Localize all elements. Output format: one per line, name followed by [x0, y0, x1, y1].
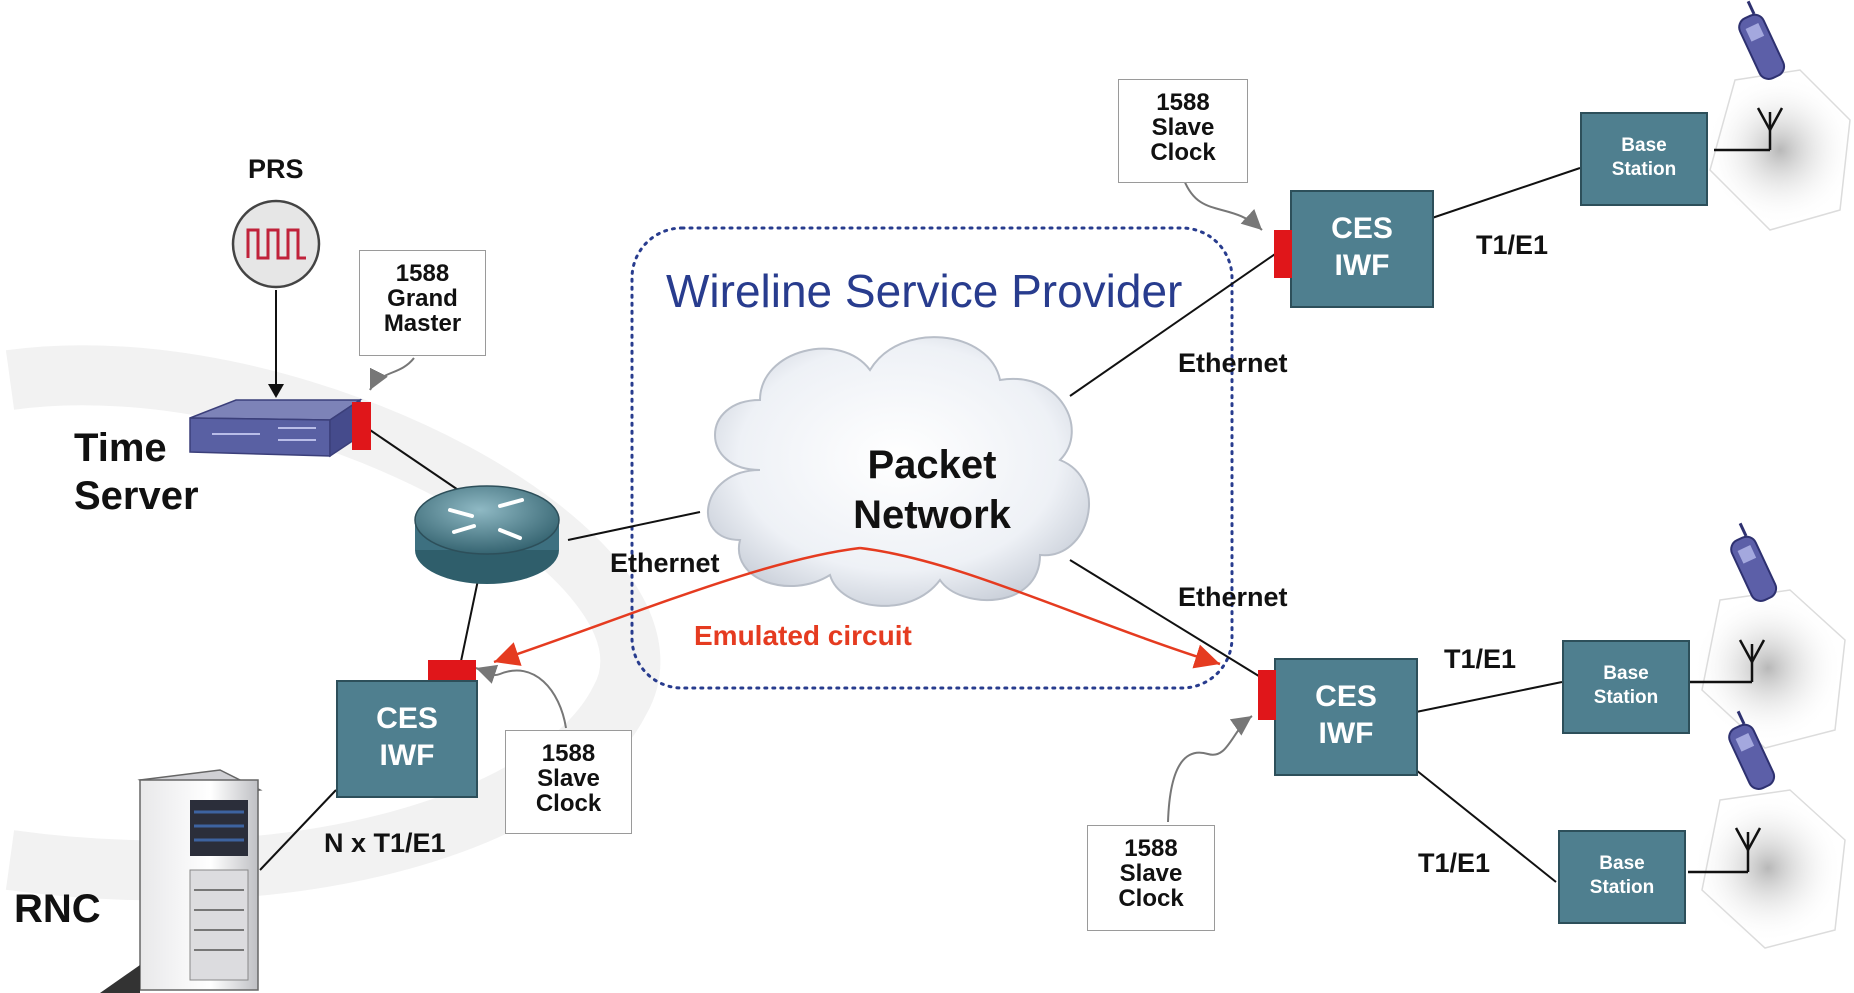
time-server-label: Time Server [74, 426, 199, 518]
cell-site-mid-icon [1690, 522, 1846, 749]
callout-line-slave-bottom [1167, 715, 1253, 823]
slave-port-left [428, 660, 476, 680]
packet-network-cloud [706, 336, 1090, 607]
link-cloud-ces-top [1069, 251, 1279, 397]
link-ces-bottom-bs-mid [1415, 681, 1563, 713]
ethernet-left-label: Ethernet [610, 548, 720, 578]
router-icon [414, 485, 560, 584]
emulated-circuit-arrow-right [859, 546, 1221, 669]
link-router-ces-left [459, 579, 479, 667]
time-server-icon [189, 398, 363, 458]
link-rnc-ces-left [259, 789, 337, 871]
nx-t1e1-label: N x T1/E1 [324, 828, 446, 858]
emulated-circuit-label: Emulated circuit [694, 620, 912, 651]
t1e1-low-label: T1/E1 [1418, 848, 1491, 878]
cell-site-low-icon [1688, 710, 1846, 949]
callout-line-slave-left [475, 664, 567, 729]
service-provider-boundary [630, 226, 1234, 690]
link-router-cloud [567, 511, 701, 541]
rnc-label: RNC [14, 887, 101, 931]
emulated-circuit-arrow-left [493, 546, 861, 666]
t1e1-top-label: T1/E1 [1476, 230, 1549, 260]
ethernet-top-label: Ethernet [1178, 348, 1288, 378]
callout-line-grand-master [369, 357, 415, 391]
link-cloud-ces-bottom [1069, 559, 1263, 679]
link-ces-bottom-bs-low [1415, 769, 1557, 883]
slave-port-bottom [1258, 670, 1276, 720]
link-timeserver-router [369, 429, 471, 499]
link-ces-top-bs [1431, 167, 1581, 219]
prs-clock-icon [231, 199, 321, 289]
ethernet-bottom-label: Ethernet [1178, 582, 1288, 612]
provider-label: Wireline Service Provider [666, 265, 1183, 317]
slave-port-top [1274, 230, 1292, 278]
t1e1-mid-label: T1/E1 [1444, 644, 1517, 674]
arrow-prs [268, 384, 284, 398]
rnc-server-icon [100, 769, 263, 993]
grand-master-port [352, 402, 371, 450]
cell-site-top-icon [1705, 0, 1854, 231]
prs-label: PRS [248, 154, 304, 184]
callout-line-slave-top [1183, 179, 1263, 231]
